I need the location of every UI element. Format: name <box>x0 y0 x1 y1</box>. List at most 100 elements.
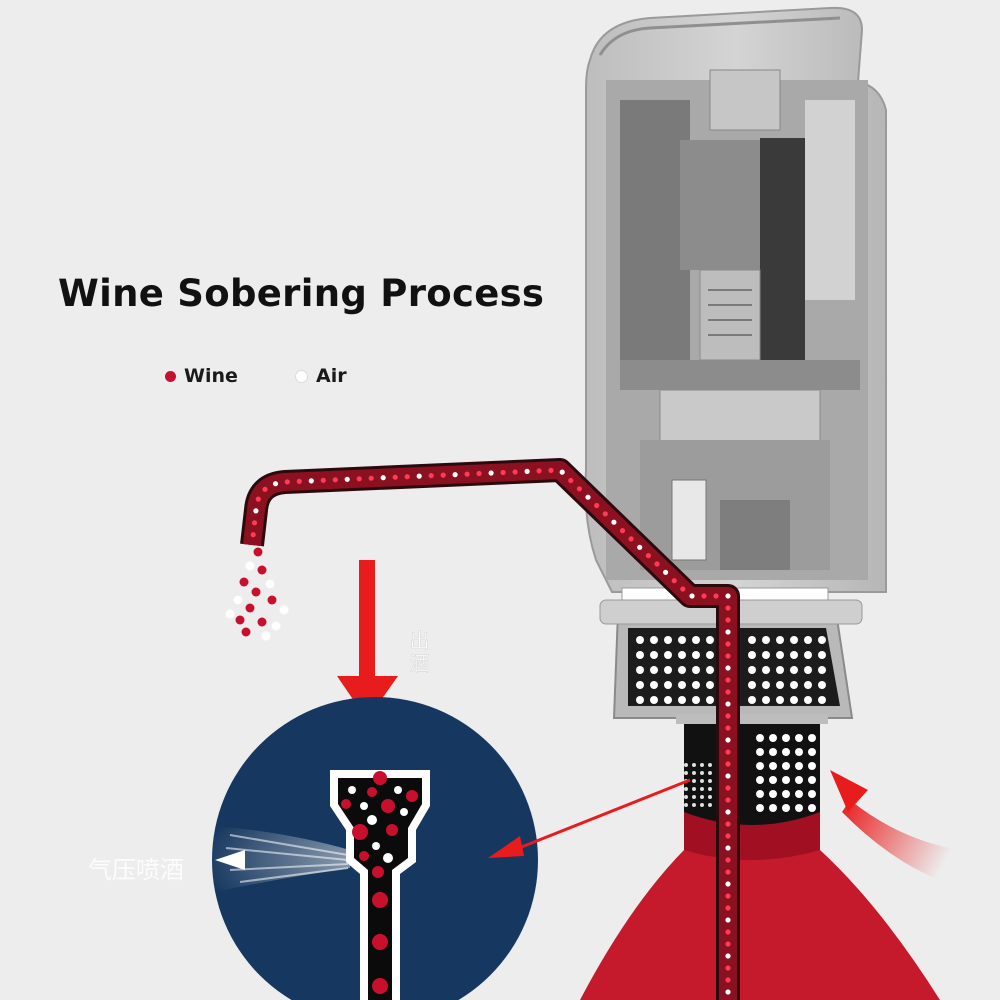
diagram-title: Wine Sobering Process <box>58 272 545 315</box>
tube-drop <box>701 593 707 599</box>
tube-drop <box>725 965 731 971</box>
neck-bubble <box>782 790 790 798</box>
collar-bubble <box>678 681 686 689</box>
neck-foam <box>708 795 712 799</box>
collar-bubble <box>692 696 700 704</box>
chamber-bubble <box>360 802 368 810</box>
neck-foam <box>692 787 696 791</box>
neck-bubble <box>795 748 803 756</box>
tube-drop <box>602 511 608 517</box>
collar-bubble <box>678 696 686 704</box>
tube-drop <box>725 605 731 611</box>
collar-bubble <box>776 696 784 704</box>
neck-foam <box>700 779 704 783</box>
zoom-chamber-dots <box>341 771 418 994</box>
down-arrow-icon <box>337 560 398 720</box>
chamber-bubble <box>406 790 418 802</box>
neck-foam <box>684 763 688 767</box>
neck-foam <box>684 795 688 799</box>
spray-drop <box>257 565 267 575</box>
collar-bubble <box>692 666 700 674</box>
collar-bubble <box>706 651 714 659</box>
collar-bubble <box>692 636 700 644</box>
legend-label-wine: Wine <box>184 365 238 387</box>
chamber-bubble <box>372 842 380 850</box>
bottle-neck-air-dots <box>684 734 816 812</box>
spray-drop <box>233 595 243 605</box>
collar-bubble <box>748 666 756 674</box>
tube-drop <box>250 532 256 538</box>
chamber-bubble <box>348 786 356 794</box>
neck-foam <box>692 763 696 767</box>
collar-bubble <box>706 636 714 644</box>
tube-drop <box>680 586 686 592</box>
neck-foam <box>708 771 712 775</box>
collar-bubble <box>678 666 686 674</box>
tube-drop <box>637 544 643 550</box>
neck-bubble <box>769 790 777 798</box>
chamber-bubble <box>372 866 384 878</box>
tube-drop <box>725 869 731 875</box>
collar-bubble <box>762 666 770 674</box>
tube-drop <box>725 833 731 839</box>
tube-drop <box>671 578 677 584</box>
tube-drop <box>725 761 731 767</box>
collar-bubble <box>790 636 798 644</box>
collar-bubble <box>664 666 672 674</box>
neck-foam <box>700 771 704 775</box>
collar-bubble <box>636 696 644 704</box>
neck-bubble <box>756 790 764 798</box>
neck-foam <box>700 803 704 807</box>
tube-drop <box>725 641 731 647</box>
collar-air-dots <box>636 636 826 704</box>
neck-foam <box>692 795 696 799</box>
collar-bubble <box>804 636 812 644</box>
legend-item-wine: Wine <box>165 364 238 388</box>
chamber-bubble <box>367 787 377 797</box>
legend-label-air: Air <box>316 365 347 387</box>
tube-drop <box>272 481 279 487</box>
neck-bubble <box>769 776 777 784</box>
neck-foam <box>692 779 696 783</box>
collar-bubble <box>804 651 812 659</box>
tube-drop <box>725 725 731 731</box>
spray-drop <box>267 595 277 605</box>
collar-bubble <box>790 651 798 659</box>
tube-drop <box>725 629 731 635</box>
tube-drop <box>725 737 731 743</box>
tube-drop <box>725 653 731 659</box>
chamber-bubble <box>386 824 398 836</box>
tube-drop <box>262 486 268 492</box>
tube-drop <box>253 508 259 514</box>
tube-drop <box>452 472 458 478</box>
tube-drop <box>619 528 626 534</box>
tube-drop <box>725 929 731 935</box>
tube-drop <box>428 473 434 479</box>
spray-drop <box>271 621 281 631</box>
tube-drop <box>725 881 731 887</box>
collar-bubble <box>650 681 658 689</box>
collar-bubble <box>706 681 714 689</box>
tube-drop <box>548 467 554 473</box>
tube-drop <box>308 478 314 484</box>
collar-bubble <box>776 681 784 689</box>
tube-drop <box>576 486 583 492</box>
chamber-bubble <box>381 799 395 813</box>
collar-bubble <box>776 651 784 659</box>
tube-drop <box>392 474 398 480</box>
tube-drop <box>725 845 731 851</box>
collar-bubble <box>776 666 784 674</box>
collar-bubble <box>678 651 686 659</box>
collar-bubble <box>650 696 658 704</box>
collar-bubble <box>650 666 658 674</box>
wine-dot-icon <box>165 370 176 382</box>
tube-drop <box>725 809 731 815</box>
neck-bubble <box>756 776 764 784</box>
tube-drop <box>559 469 565 475</box>
neck-bubble <box>769 762 777 770</box>
wine-tube <box>243 461 737 1000</box>
spray-drop <box>239 577 249 587</box>
collar-bubble <box>762 651 770 659</box>
spray-drop <box>241 627 251 637</box>
chamber-bubble <box>400 808 408 816</box>
